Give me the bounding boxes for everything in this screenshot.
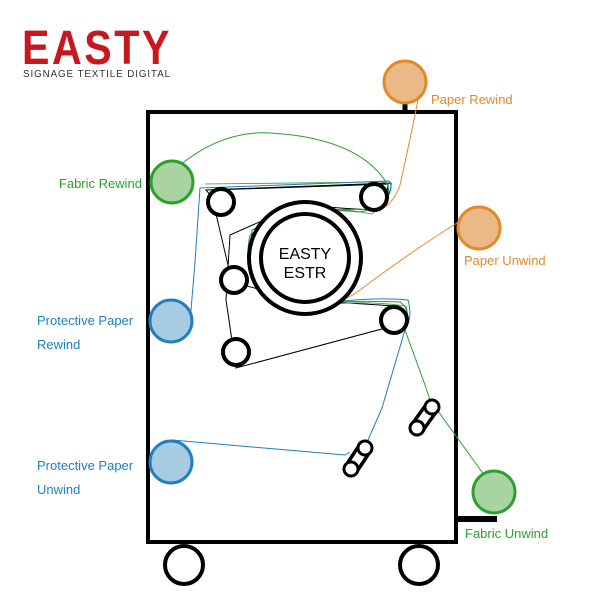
drum-label-line2: ESTR (284, 265, 327, 282)
roller-mid-left (219, 265, 249, 295)
label-protective-rewind-line2: Rewind (37, 337, 80, 352)
roller-mid-right (379, 305, 409, 335)
roller-bottom-left (221, 337, 251, 367)
label-paper-unwind: Paper Unwind (464, 253, 546, 268)
protective-unwind-spool (148, 439, 194, 485)
roller-top-right (359, 182, 389, 212)
left-wheel (163, 544, 205, 586)
fabric-rewind-spool (149, 159, 195, 205)
main-drum-inner (259, 212, 351, 304)
protective-unwind-path (171, 439, 351, 456)
brand-tagline: SIGNAGE TEXTILE DIGITAL (23, 68, 171, 80)
tension-link-upper (408, 398, 441, 437)
label-protective-unwind-line2: Unwind (37, 482, 80, 497)
label-fabric-unwind: Fabric Unwind (465, 526, 548, 541)
label-protective-unwind-line1: Protective Paper (37, 458, 134, 473)
roller-top-left (206, 187, 236, 217)
label-paper-rewind: Paper Rewind (431, 92, 513, 107)
fabric-path (173, 132, 496, 491)
paper-unwind-spool (456, 205, 502, 251)
label-fabric-rewind: Fabric Rewind (59, 176, 142, 191)
right-wheel (398, 544, 440, 586)
machine-frame (146, 110, 458, 544)
label-protective-rewind-line1: Protective Paper (37, 313, 134, 328)
paper-rewind-spool (382, 59, 428, 105)
tension-link-lower (342, 439, 374, 478)
fabric-unwind-spool (471, 469, 517, 515)
protective-rewind-spool (148, 298, 194, 344)
brand-logo: EASTY (22, 22, 172, 75)
drum-label-line1: EASTY (279, 246, 332, 263)
